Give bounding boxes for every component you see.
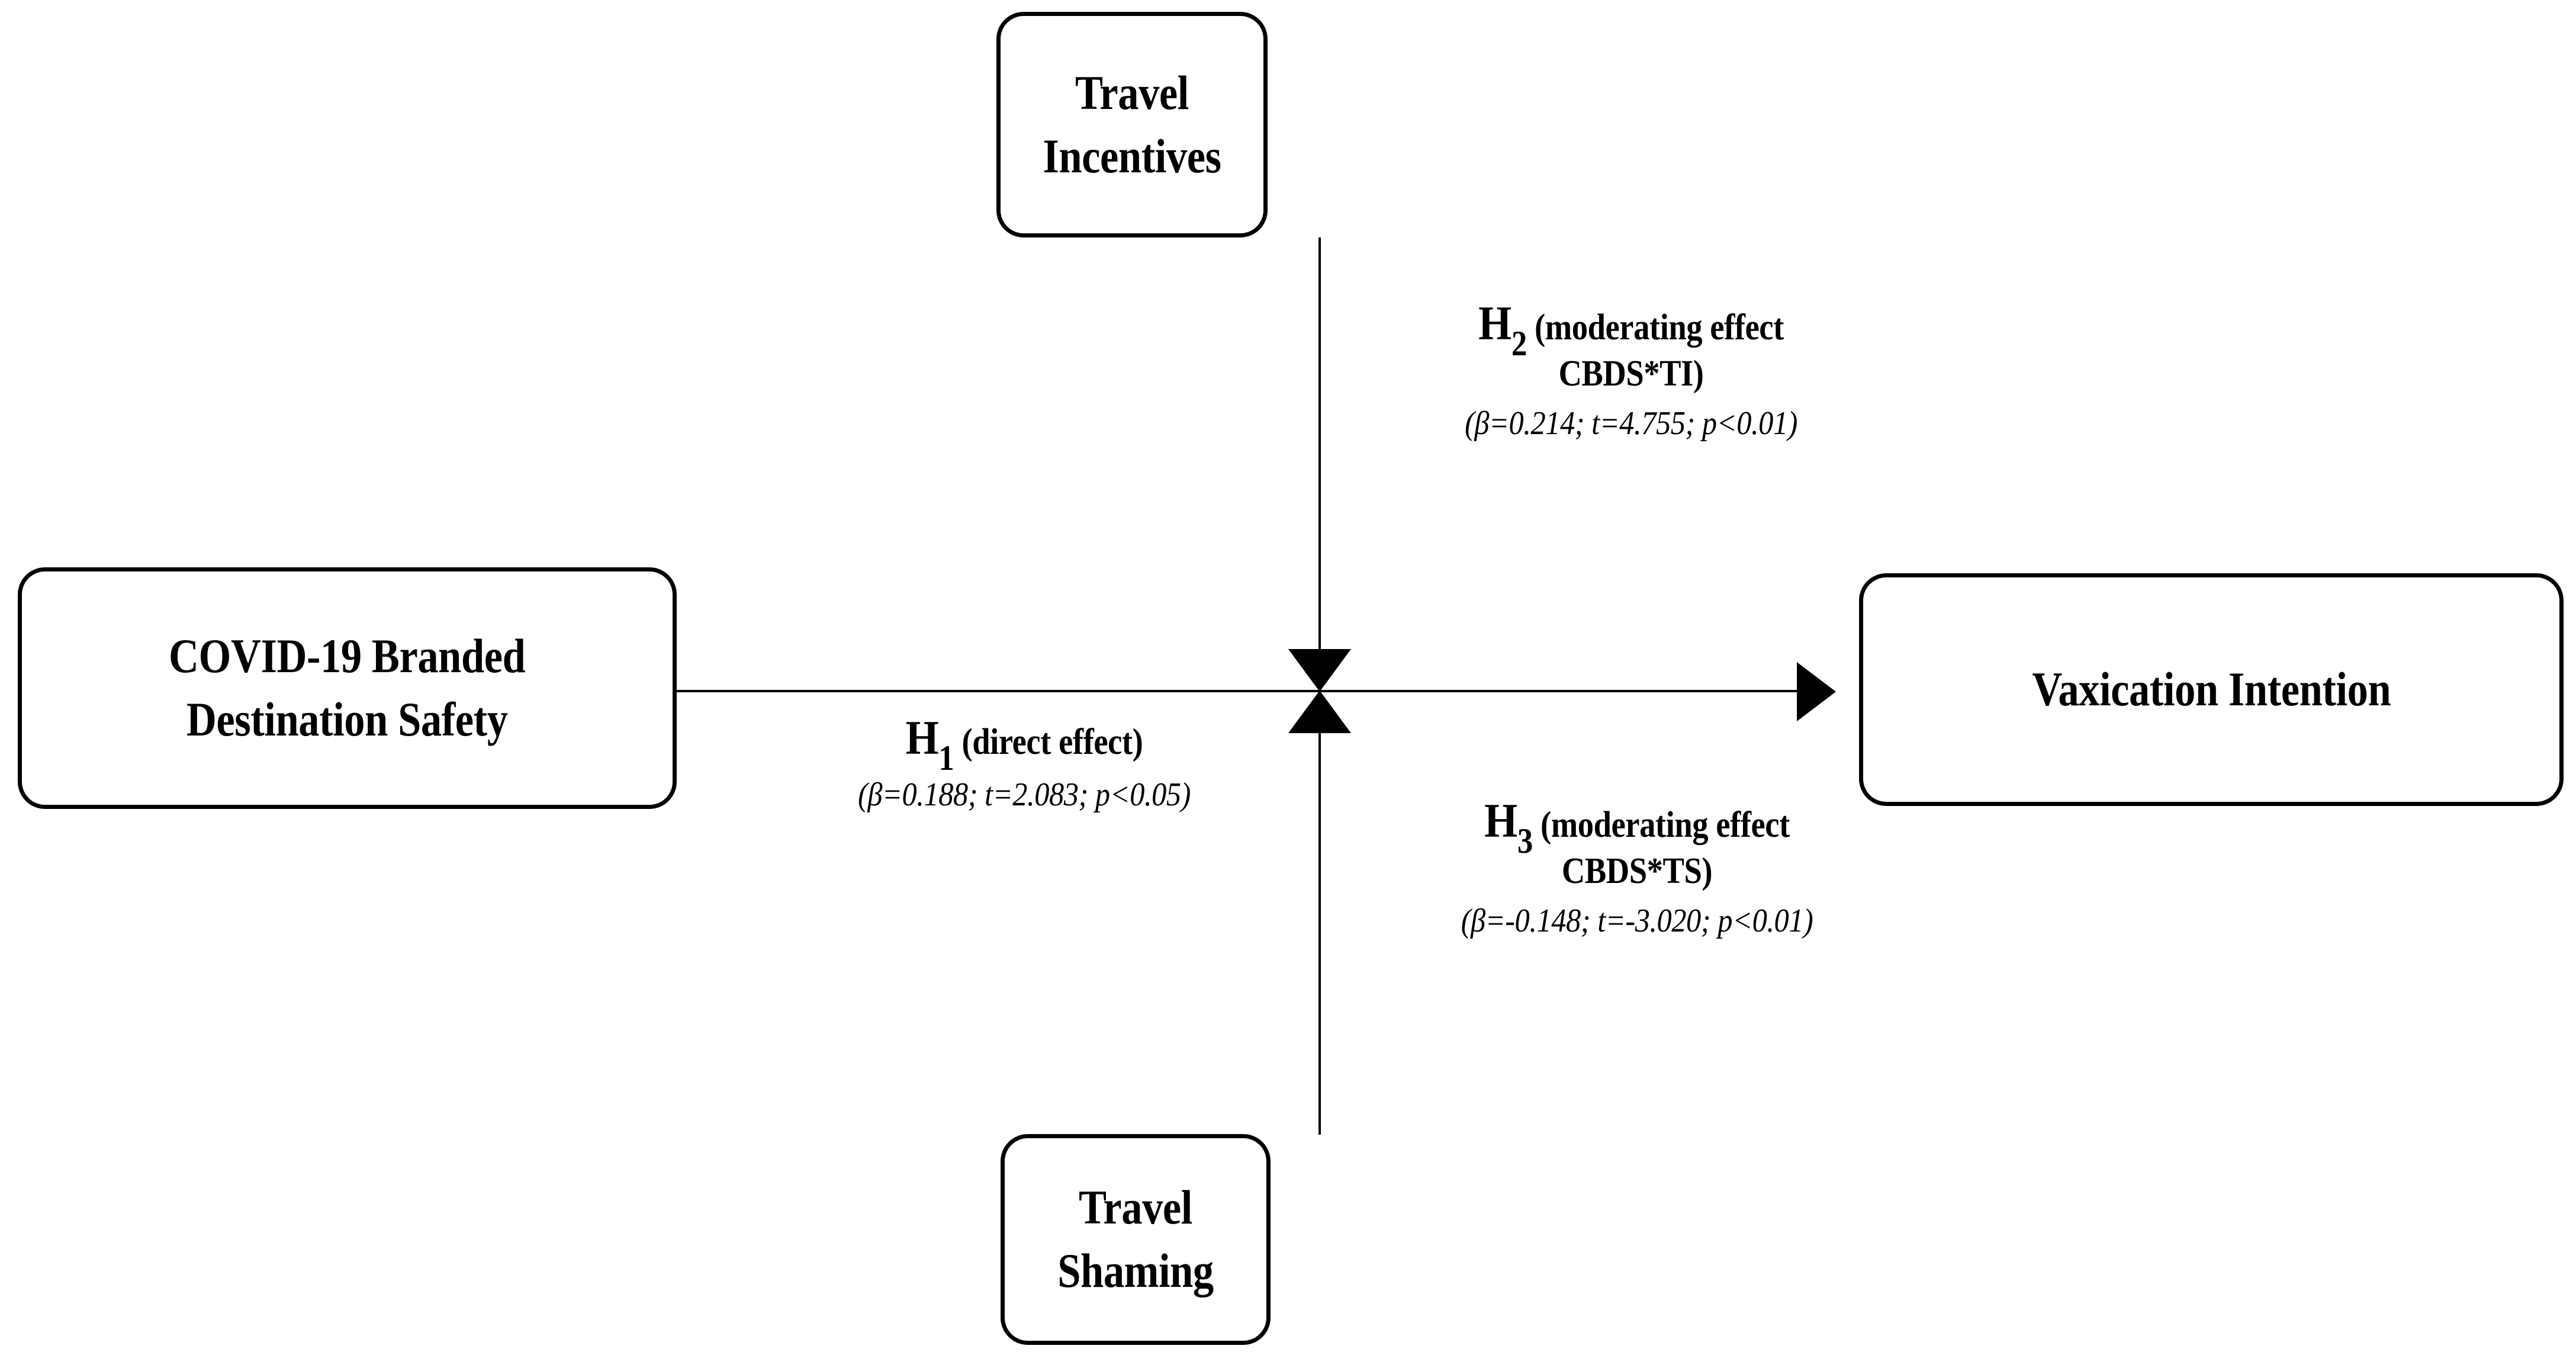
arrowhead-down-icon xyxy=(1288,649,1351,692)
hypothesis-h1-stats: (β=0.188; t=2.083; p<0.05) xyxy=(858,776,1191,813)
hypothesis-h3-stats: (β=-0.148; t=-3.020; p<0.01) xyxy=(1461,902,1813,939)
hypothesis-h3-subscript: 3 xyxy=(1517,821,1533,861)
arrowhead-up-icon xyxy=(1288,691,1351,733)
hypothesis-h3-description: (moderating effect CBDS*TS) xyxy=(1541,805,1790,891)
hypothesis-h1-subscript: 1 xyxy=(938,738,954,778)
hypothesis-h1: H1 (direct effect) (β=0.188; t=2.083; p<… xyxy=(764,709,1285,814)
node-travel-incentives: Travel Incentives xyxy=(996,12,1268,237)
hypothesis-h3: H3 (moderating effect CBDS*TS) (β=-0.148… xyxy=(1338,792,1936,940)
hypothesis-h2-label: H2 (moderating effect CBDS*TI) xyxy=(1368,295,1895,396)
hypothesis-h2-stats: (β=0.214; t=4.755; p<0.01) xyxy=(1465,404,1797,442)
hypothesis-h2-subscript: 2 xyxy=(1511,324,1527,364)
node-vaxication-intention: Vaxication Intention xyxy=(1859,573,2564,806)
node-travel-shaming-label: Travel Shaming xyxy=(1057,1180,1214,1298)
connector-travel-incentives-to-path xyxy=(1318,237,1321,652)
node-covid19-branded-destination-safety: COVID-19 Branded Destination Safety xyxy=(18,567,677,809)
node-vaxication-intention-label: Vaxication Intention xyxy=(2032,662,2391,717)
hypothesis-h3-label: H3 (moderating effect CBDS*TS) xyxy=(1374,792,1900,893)
node-covid19-branded-destination-safety-label: COVID-19 Branded Destination Safety xyxy=(169,629,526,746)
node-travel-shaming: Travel Shaming xyxy=(1001,1134,1271,1345)
node-travel-incentives-label: Travel Incentives xyxy=(1043,65,1221,183)
hypothesis-h1-description: (direct effect) xyxy=(954,722,1143,762)
hypothesis-h2-description: (moderating effect CBDS*TI) xyxy=(1535,307,1784,394)
hypothesis-h1-label: H1 (direct effect) xyxy=(795,709,1253,776)
hypothesis-h2-letter: H xyxy=(1478,296,1511,350)
hypothesis-h3-letter: H xyxy=(1484,794,1517,847)
hypothesis-h1-letter: H xyxy=(905,711,939,765)
connector-travel-shaming-to-path xyxy=(1318,731,1321,1135)
hypothesis-h2: H2 (moderating effect CBDS*TI) (β=0.214;… xyxy=(1332,295,1930,443)
arrowhead-right-icon xyxy=(1797,662,1836,721)
connector-cbds-to-vaxication xyxy=(677,690,1831,692)
